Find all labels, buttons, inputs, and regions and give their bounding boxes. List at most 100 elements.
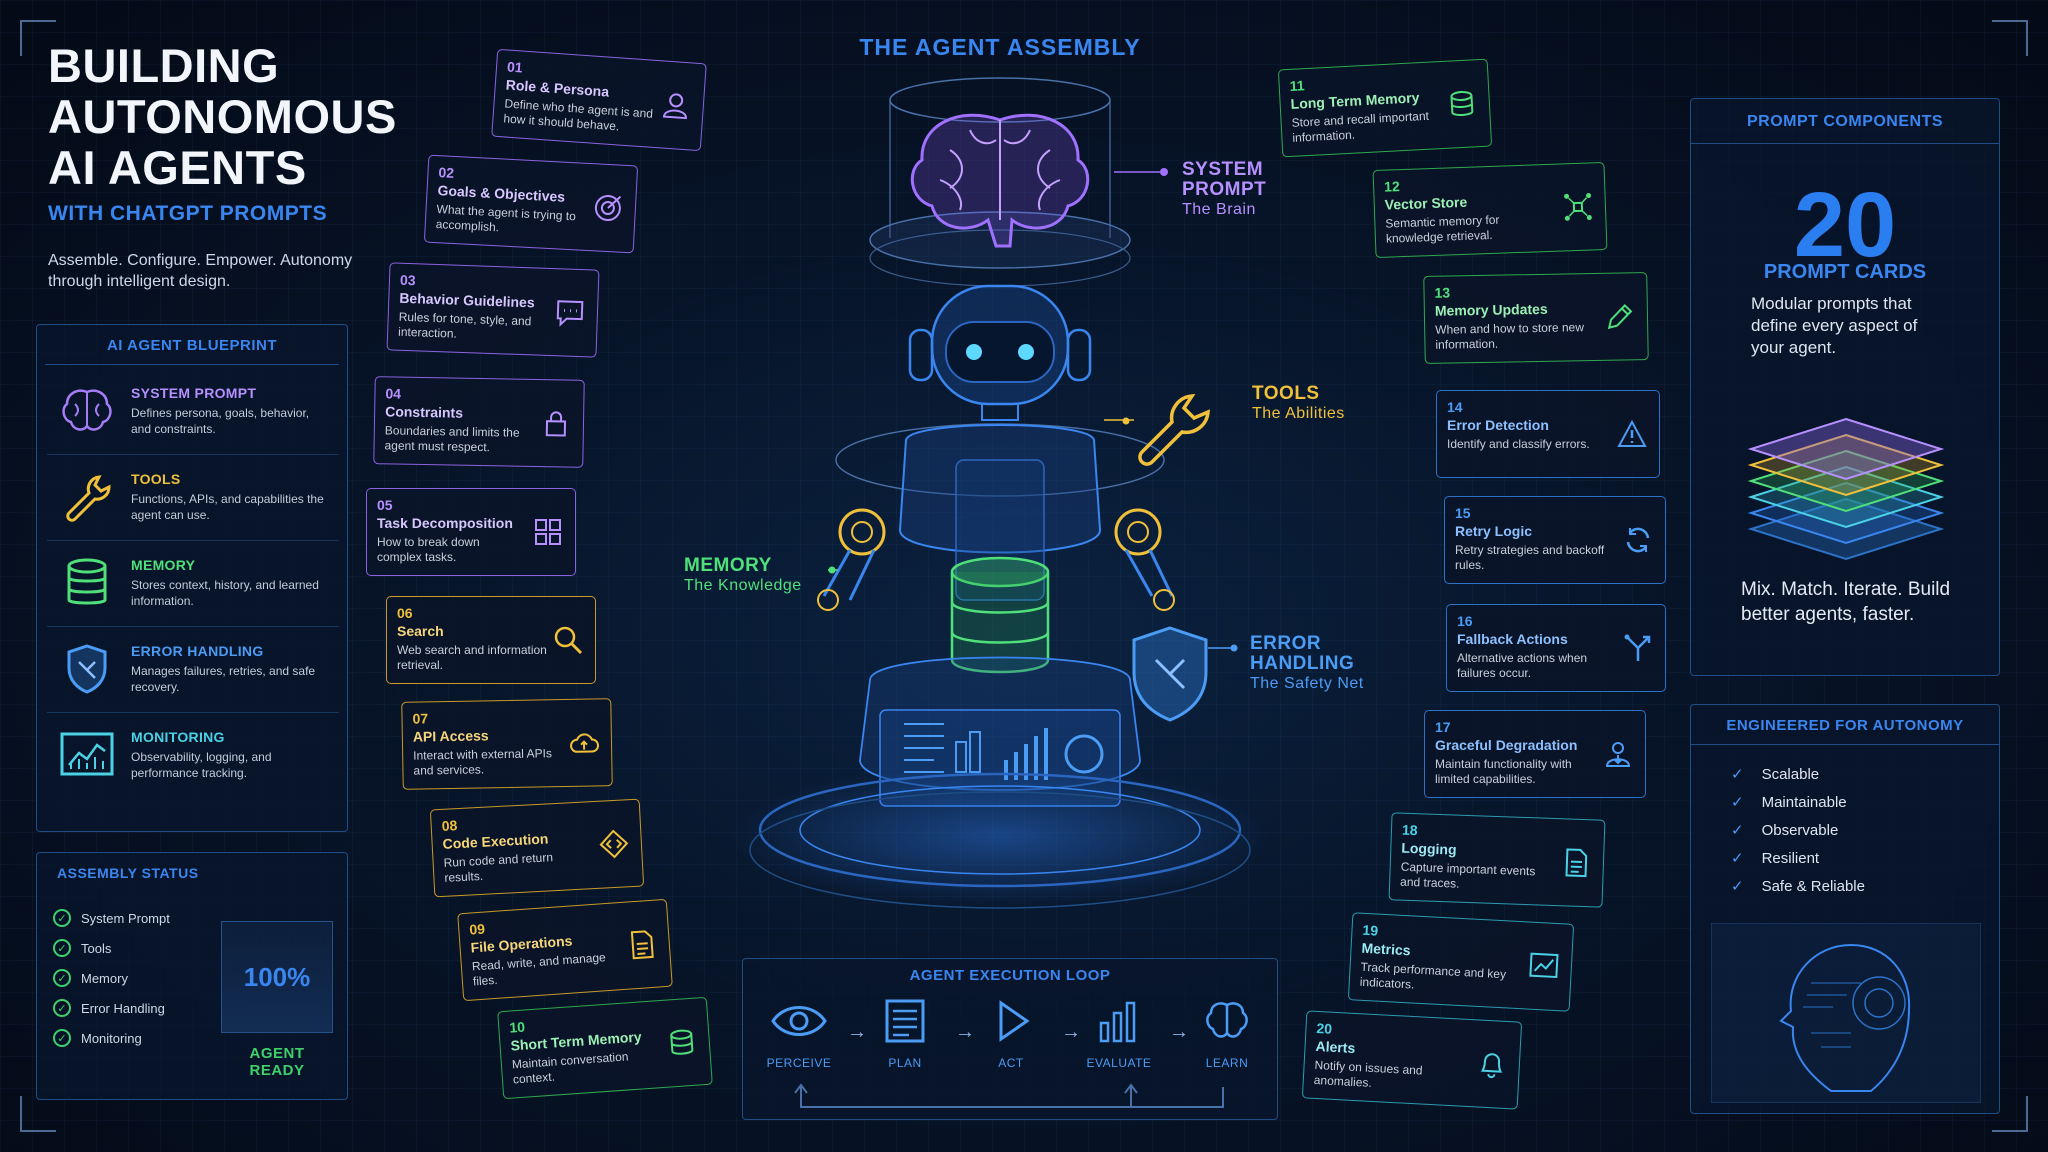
status-title: ASSEMBLY STATUS [57, 865, 199, 881]
blueprint-item-monitoring: MONITORING Observability, logging, and p… [47, 715, 339, 799]
check-icon: ✓ [1731, 878, 1744, 895]
prompt-card-08[interactable]: 08 Code Execution Run code and return re… [429, 798, 645, 898]
prompt-card-15[interactable]: 15 Retry Logic Retry strategies and back… [1444, 496, 1666, 584]
engineered-panel: ENGINEERED FOR AUTONOMY ✓Scalable ✓Maint… [1690, 704, 2000, 1114]
card-title: Retry Logic [1455, 523, 1533, 539]
bell-icon [1480, 1053, 1503, 1079]
shield-icon [55, 639, 119, 699]
feature-item: ✓ Resilient [1731, 849, 1819, 867]
prompt-card-03[interactable]: 03 Behavior Guidelines Rules for tone, s… [386, 262, 600, 358]
search-icon [554, 626, 583, 655]
card-desc: Maintain conversation context. [511, 1049, 629, 1087]
prompt-card-18[interactable]: 18 Logging Capture important events and … [1388, 812, 1606, 908]
blueprint-item-name: SYSTEM PROMPT [131, 385, 257, 401]
prompt-components-panel: PROMPT COMPONENTS 20 PROMPT CARDS Modula… [1690, 98, 2000, 676]
lock-icon [545, 411, 567, 437]
database-icon [950, 556, 1050, 674]
feature-label: Resilient [1761, 850, 1820, 867]
card-number: 05 [377, 497, 393, 513]
chart-icon [1529, 952, 1559, 979]
status-item: ✓ Tools [53, 939, 111, 957]
prompt-card-05[interactable]: 05 Task Decomposition How to break down … [366, 488, 576, 576]
prompt-card-02[interactable]: 02 Goals & Objectives What the agent is … [423, 154, 639, 254]
prompt-card-04[interactable]: 04 Constraints Boundaries and limits the… [373, 376, 585, 468]
card-desc: Define who the agent is and how it shoul… [502, 96, 654, 134]
prompt-components-title: PROMPT COMPONENTS [1691, 113, 1999, 144]
prompt-card-06[interactable]: 06 Search Web search and information ret… [386, 596, 596, 684]
blueprint-item-error-handling: ERROR HANDLING Manages failures, retries… [47, 629, 339, 713]
arrow-right-icon: → [955, 1021, 975, 1043]
prompt-card-11[interactable]: 11 Long Term Memory Store and recall imp… [1277, 58, 1493, 158]
card-title: Graceful Degradation [1435, 737, 1578, 753]
callout-subtitle: The Safety Net [1250, 675, 1364, 692]
shield-icon [1132, 626, 1208, 722]
card-title: Search [397, 623, 444, 639]
loop-step-evaluate: EVALUATE [1079, 999, 1159, 1070]
prompt-card-14[interactable]: 14 Error Detection Identify and classify… [1436, 390, 1660, 478]
callout-system-prompt: SYSTEM PROMPT The Brain [1182, 160, 1266, 220]
check-icon: ✓ [1731, 850, 1744, 867]
callout-tools: TOOLS The Abilities [1252, 384, 1345, 424]
blueprint-item-name: ERROR HANDLING [131, 643, 264, 659]
card-desc: Interact with external APIs and services… [413, 746, 553, 778]
completion-percent: 100% [243, 962, 311, 992]
blueprint-item-system-prompt: SYSTEM PROMPT Defines persona, goals, be… [47, 371, 339, 455]
prompt-card-12[interactable]: 12 Vector Store Semantic memory for know… [1372, 161, 1608, 259]
prompt-card-13[interactable]: 13 Memory Updates When and how to store … [1423, 272, 1649, 364]
status-item: ✓Error Handling [53, 999, 165, 1017]
check-icon: ✓ [53, 999, 71, 1017]
prompt-card-17[interactable]: 17 Graceful Degradation Maintain functio… [1424, 710, 1646, 798]
loop-step-act: ACT [971, 999, 1051, 1070]
card-title: Task Decomposition [377, 515, 513, 531]
corner-bracket [20, 20, 56, 56]
check-icon: ✓ [53, 1029, 71, 1047]
prompt-card-01[interactable]: 01 Role & Persona Define who the agent i… [491, 48, 707, 152]
check-icon: ✓ [53, 939, 71, 957]
execution-loop-panel: AGENT EXECUTION LOOP PERCEIVE → PLAN → A… [742, 958, 1278, 1120]
corner-bracket [1992, 20, 2028, 56]
check-icon: ✓ [1731, 794, 1744, 811]
prompt-card-count: 20 [1793, 174, 1897, 276]
prompt-card-16[interactable]: 16 Fallback Actions Alternative actions … [1446, 604, 1666, 692]
callout-subtitle: The Abilities [1252, 405, 1345, 422]
feature-label: Maintainable [1761, 794, 1847, 811]
wrench-icon [55, 467, 119, 527]
prompt-card-09[interactable]: 09 File Operations Read, write, and mana… [457, 898, 673, 1002]
status-item: ✓System Prompt [53, 909, 170, 927]
card-desc: Notify on issues and anomalies. [1313, 1057, 1423, 1090]
list-icon [885, 999, 925, 1043]
arrow-right-icon: → [1169, 1021, 1189, 1043]
database-icon [1450, 90, 1474, 116]
card-desc: When and how to store new information. [1435, 320, 1585, 352]
brain-icon [55, 381, 119, 441]
prompt-card-20[interactable]: 20 Alerts Notify on issues and anomalies… [1301, 1010, 1523, 1110]
prompt-card-19[interactable]: 19 Metrics Track performance and key ind… [1347, 912, 1575, 1012]
card-desc: Capture important events and traces. [1399, 859, 1536, 891]
prompt-card-07[interactable]: 07 API Access Interact with external API… [401, 698, 613, 790]
tagline: Assemble. Configure. Empower. Autonomy t… [48, 252, 353, 290]
prompt-card-10[interactable]: 10 Short Term Memory Maintain conversati… [497, 996, 713, 1100]
loop-label: ACT [998, 1056, 1024, 1070]
feature-label: Scalable [1761, 766, 1820, 783]
callout-memory: MEMORY The Knowledge [684, 556, 802, 596]
card-desc: Alternative actions when failures occur. [1457, 651, 1588, 680]
chart-icon [55, 725, 119, 785]
blueprint-item-desc: Stores context, history, and learned inf… [131, 578, 319, 608]
robot-head [908, 284, 1092, 421]
feature-item: ✓ Maintainable [1731, 793, 1847, 811]
blueprint-item-name: MEMORY [131, 557, 196, 573]
callout-title: SYSTEM [1182, 159, 1264, 180]
status-label: Tools [81, 940, 112, 956]
blueprint-item-name: MONITORING [131, 729, 225, 745]
check-icon: ✓ [53, 909, 71, 927]
blueprint-title: AI AGENT BLUEPRINT [45, 337, 339, 365]
prompt-cards-desc: Modular prompts that define every aspect… [1751, 294, 1918, 357]
card-stack-illustration [1747, 417, 1945, 561]
robot-arms [817, 508, 1175, 611]
card-number: 15 [1455, 505, 1471, 521]
blueprint-item-name: TOOLS [131, 471, 181, 487]
code-icon [599, 829, 629, 859]
status-item: ✓Memory [53, 969, 128, 987]
network-icon [1564, 193, 1592, 221]
